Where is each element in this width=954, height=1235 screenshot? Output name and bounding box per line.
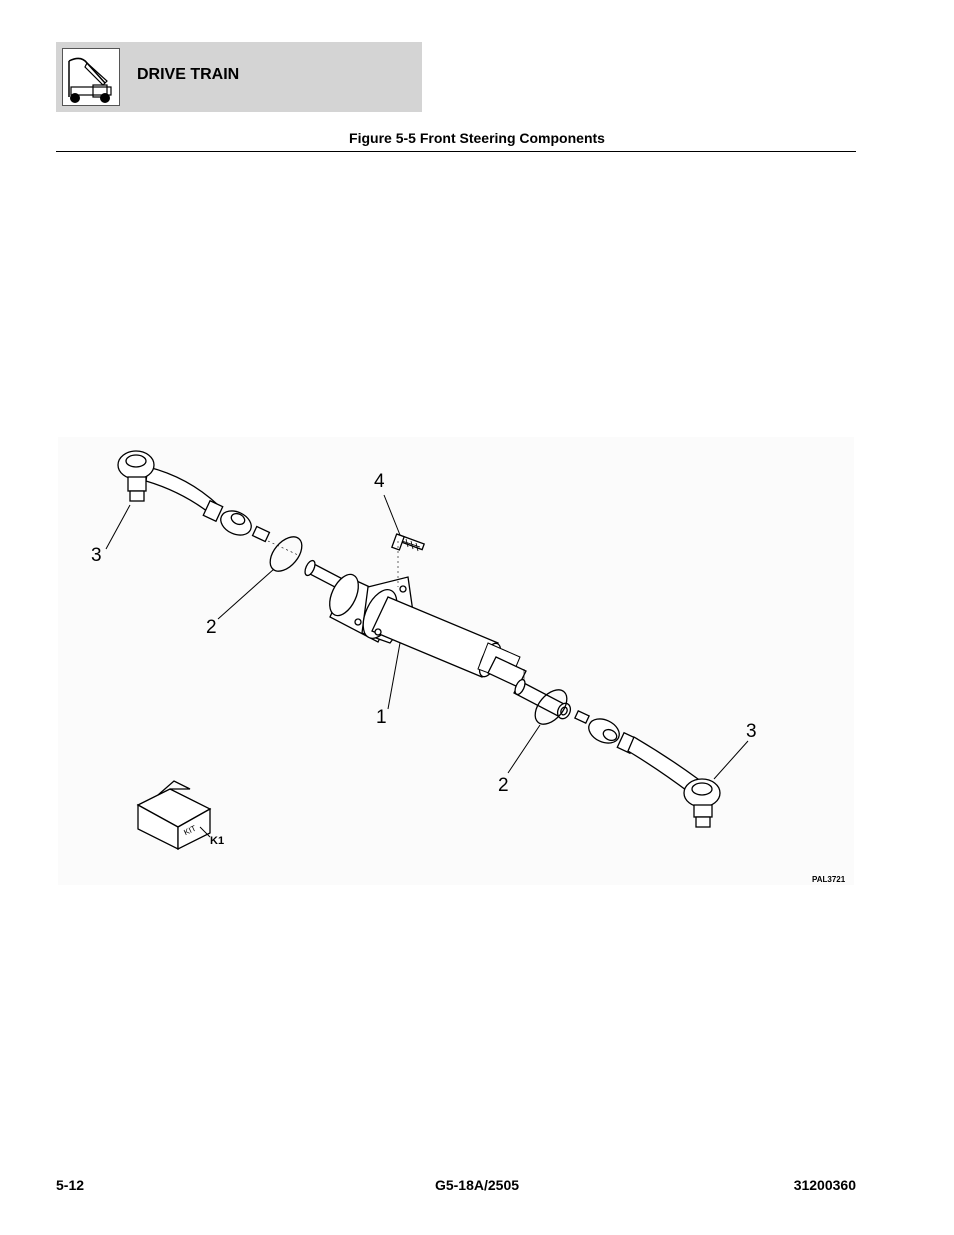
leader-line-2-right xyxy=(507,724,541,774)
telehandler-icon xyxy=(62,48,120,106)
leader-line-1 xyxy=(387,642,401,710)
tie-rod-end-right xyxy=(574,709,721,828)
page-number: 5-12 xyxy=(56,1177,85,1193)
document-number: 31200360 xyxy=(793,1177,856,1193)
header-rule xyxy=(56,151,856,152)
callout-3-right: 3 xyxy=(746,721,757,742)
callout-2-right: 2 xyxy=(498,775,509,796)
callout-4: 4 xyxy=(374,471,385,492)
callout-3-left: 3 xyxy=(91,545,102,566)
callout-2-left: 2 xyxy=(206,617,217,638)
figure-code: PAL3721 xyxy=(812,875,846,884)
leader-line-2-left xyxy=(217,568,275,620)
figure-title: Figure 5-5 Front Steering Components xyxy=(349,130,605,146)
leader-line-k1 xyxy=(199,826,211,838)
leader-line-3-right xyxy=(713,740,749,780)
o-ring-left xyxy=(269,536,303,572)
section-title: DRIVE TRAIN xyxy=(137,66,240,83)
callout-1: 1 xyxy=(376,707,387,728)
model-number: G5-18A/2505 xyxy=(434,1177,520,1193)
alignment-line xyxy=(267,540,399,587)
steering-cylinder xyxy=(304,559,572,720)
tie-rod-end-left xyxy=(117,450,271,543)
o-ring-right xyxy=(534,689,568,725)
leader-line-4 xyxy=(383,494,401,536)
leader-line-3-left xyxy=(105,504,131,550)
kit-box xyxy=(136,780,212,851)
kit-label: K1 xyxy=(210,835,225,847)
mounting-bolt xyxy=(391,533,426,552)
steering-components-figure: KIT 3 2 4 1 2 3 K1 PAL3721 xyxy=(58,437,854,885)
